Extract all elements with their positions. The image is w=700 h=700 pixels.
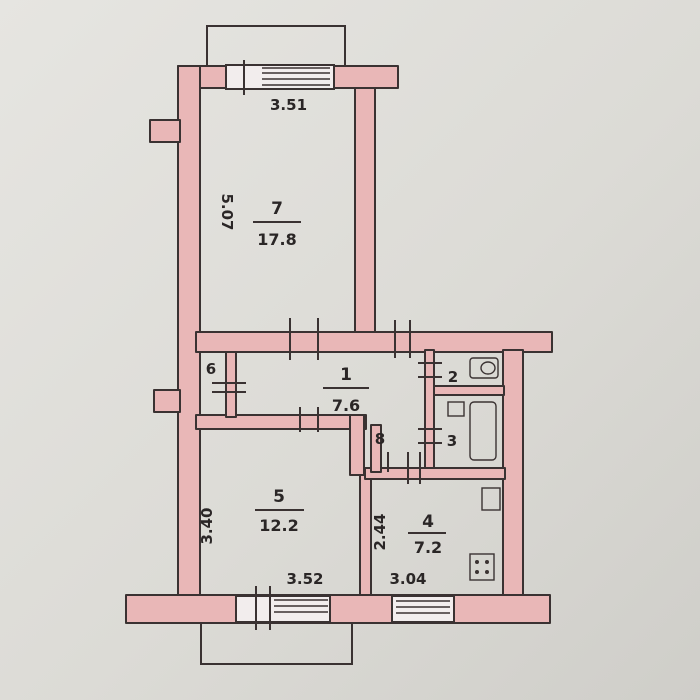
dim-room7-length: 5.07 — [218, 193, 236, 230]
wall-bottom — [125, 594, 551, 624]
dim-room4-width: 3.04 — [389, 570, 426, 588]
wall-bath-left — [424, 349, 435, 473]
room1-area: 7.6 — [332, 396, 360, 415]
room3-number: 3 — [447, 432, 457, 450]
room4-area: 7.2 — [414, 538, 442, 557]
sink-icon — [447, 401, 465, 417]
dim-room7-width: 3.51 — [270, 96, 307, 114]
wall-room7-right — [354, 87, 376, 333]
room5-area: 12.2 — [259, 516, 298, 535]
wall-room4-top — [364, 467, 506, 480]
room5-number: 5 — [273, 487, 285, 507]
wall-room5-top — [195, 414, 367, 430]
bathtub-icon — [469, 401, 497, 461]
toilet-icon — [469, 357, 499, 379]
wall-middle — [195, 331, 553, 353]
balcony-bottom — [200, 624, 353, 665]
dim-room5-length: 3.40 — [198, 507, 216, 544]
dim-room4-length: 2.44 — [371, 513, 389, 550]
window-bottom-right — [391, 595, 455, 623]
room8-number: 8 — [375, 430, 385, 448]
wall-closet8 — [370, 424, 382, 473]
wall-wc-bath — [433, 385, 505, 396]
wall-stub-lower — [153, 389, 181, 413]
wall-corridor-step — [349, 414, 365, 476]
room4-number: 4 — [422, 512, 434, 532]
dim-room5-width: 3.52 — [286, 570, 323, 588]
wall-closet6 — [225, 351, 237, 418]
stove-icon — [469, 553, 495, 581]
wall-stub-upper — [149, 119, 181, 143]
room7-number: 7 — [271, 199, 283, 219]
balcony-top — [206, 25, 346, 67]
kitchen-sink-icon — [481, 487, 501, 511]
room7-area: 17.8 — [257, 230, 296, 249]
room6-number: 6 — [206, 360, 216, 378]
wall-room5-right — [359, 469, 372, 599]
room2-number: 2 — [448, 368, 458, 386]
room1-number: 1 — [340, 365, 352, 385]
